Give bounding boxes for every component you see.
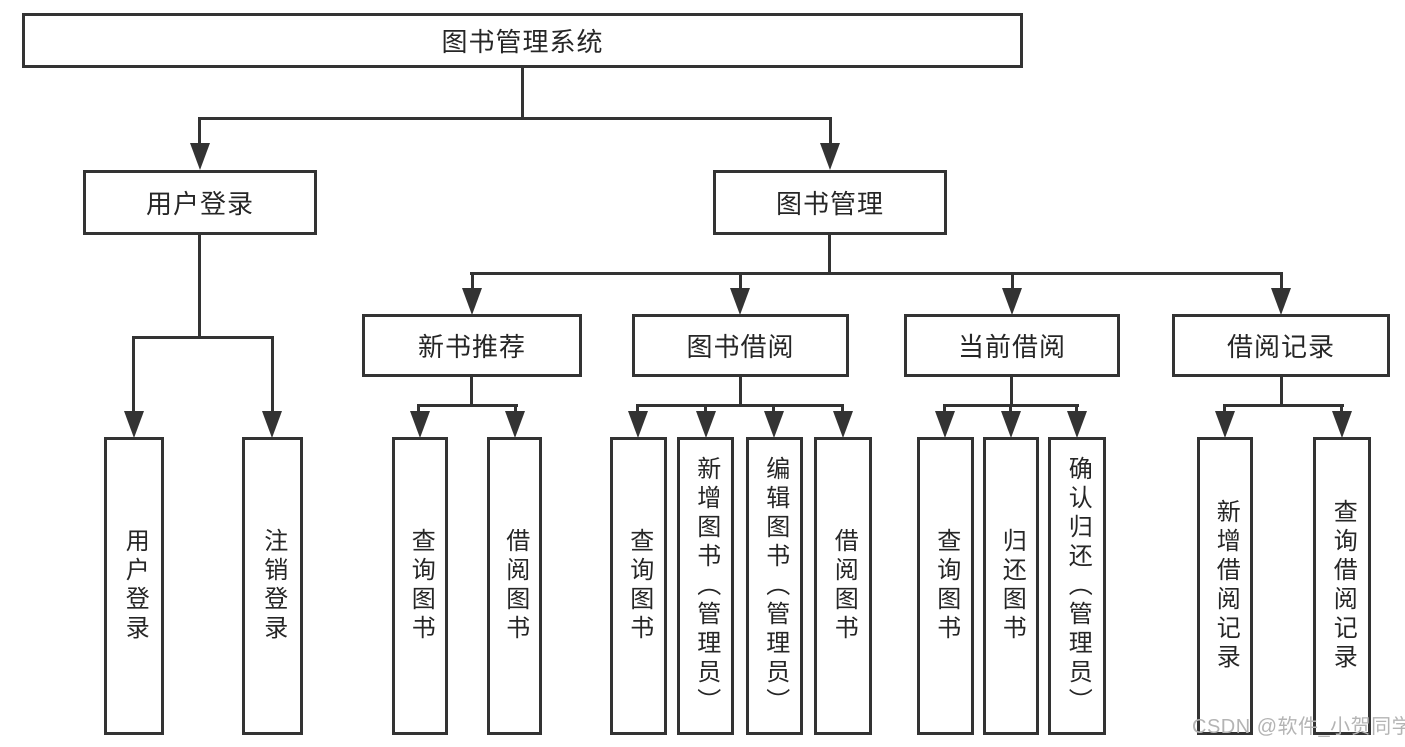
arrowhead-icon xyxy=(190,143,210,170)
arrowhead-icon xyxy=(833,411,853,438)
leaf-user-login-label: 用户登录 xyxy=(121,528,149,644)
leaf-current-query-book-label: 查询图书 xyxy=(932,528,960,644)
connector-line xyxy=(704,404,707,414)
leaf-logout-login-label: 注销登录 xyxy=(259,528,287,644)
csdn-watermark: CSDN @软件_小贺同学 xyxy=(1192,716,1405,738)
connector-line xyxy=(132,336,135,412)
node-book-borrow-label: 图书借阅 xyxy=(686,332,795,362)
connector-line xyxy=(1223,404,1344,407)
node-borrow-record-label: 借阅记录 xyxy=(1226,332,1335,362)
connector-line xyxy=(1011,272,1014,289)
node-book-borrow: 图书借阅 xyxy=(632,314,849,377)
leaf-manage-query-book-label: 查询图书 xyxy=(625,528,653,644)
connector-line xyxy=(739,272,742,289)
arrowhead-icon xyxy=(1215,411,1235,438)
connector-line xyxy=(132,336,274,339)
node-new-book-recommend-label: 新书推荐 xyxy=(417,332,526,362)
node-user-login: 用户登录 xyxy=(83,170,317,235)
connector-line xyxy=(829,117,832,147)
arrowhead-icon xyxy=(1067,411,1087,438)
connector-line xyxy=(1223,404,1226,414)
arrowhead-icon xyxy=(1332,411,1352,438)
arrowhead-icon xyxy=(462,288,482,315)
arrowhead-icon xyxy=(124,411,144,438)
leaf-manage-add-book-label: 新增图书（管理员） xyxy=(692,455,720,717)
node-current-borrow-label: 当前借阅 xyxy=(957,332,1066,362)
node-root: 图书管理系统 xyxy=(22,13,1023,68)
connector-line xyxy=(417,404,518,407)
leaf-current-confirm-return: 确认归还（管理员） xyxy=(1048,437,1106,735)
leaf-manage-edit-book-label: 编辑图书（管理员） xyxy=(761,455,789,717)
node-book-management-label: 图书管理 xyxy=(775,189,884,219)
node-user-login-label: 用户登录 xyxy=(145,189,254,219)
connector-line xyxy=(1075,404,1078,414)
connector-line xyxy=(514,404,517,414)
leaf-manage-borrow-book: 借阅图书 xyxy=(814,437,872,735)
arrowhead-icon xyxy=(820,143,840,170)
connector-line xyxy=(1280,272,1283,289)
leaf-recommend-borrow-book-label: 借阅图书 xyxy=(501,528,529,644)
leaf-recommend-query-book: 查询图书 xyxy=(392,437,448,735)
node-borrow-record: 借阅记录 xyxy=(1172,314,1390,377)
arrowhead-icon xyxy=(410,411,430,438)
leaf-record-query-label: 查询借阅记录 xyxy=(1329,499,1357,673)
leaf-user-login: 用户登录 xyxy=(104,437,164,735)
connector-line xyxy=(943,404,946,414)
leaf-manage-query-book: 查询图书 xyxy=(610,437,667,735)
connector-line xyxy=(198,117,201,147)
arrowhead-icon xyxy=(1271,288,1291,315)
node-book-management: 图书管理 xyxy=(713,170,947,235)
node-current-borrow: 当前借阅 xyxy=(904,314,1120,377)
leaf-current-confirm-return-label: 确认归还（管理员） xyxy=(1064,455,1092,717)
connector-line xyxy=(1340,404,1343,414)
connector-line xyxy=(470,377,473,407)
connector-line xyxy=(521,66,524,119)
leaf-manage-edit-book: 编辑图书（管理员） xyxy=(746,437,803,735)
connector-line xyxy=(841,404,844,414)
leaf-record-query: 查询借阅记录 xyxy=(1313,437,1371,735)
arrowhead-icon xyxy=(696,411,716,438)
leaf-logout-login: 注销登录 xyxy=(242,437,303,735)
connector-line xyxy=(1280,377,1283,407)
leaf-manage-add-book: 新增图书（管理员） xyxy=(677,437,734,735)
connector-line xyxy=(636,404,844,407)
node-root-label: 图书管理系统 xyxy=(441,27,604,57)
leaf-current-return-book-label: 归还图书 xyxy=(998,528,1026,644)
connector-line xyxy=(739,377,742,407)
connector-line xyxy=(471,272,474,289)
arrowhead-icon xyxy=(628,411,648,438)
leaf-record-add: 新增借阅记录 xyxy=(1197,437,1253,735)
arrowhead-icon xyxy=(505,411,525,438)
arrowhead-icon xyxy=(1002,288,1022,315)
arrowhead-icon xyxy=(730,288,750,315)
connector-line xyxy=(470,272,1283,275)
leaf-current-return-book: 归还图书 xyxy=(983,437,1039,735)
arrowhead-icon xyxy=(262,411,282,438)
leaf-record-add-label: 新增借阅记录 xyxy=(1212,499,1240,673)
leaf-recommend-query-book-label: 查询图书 xyxy=(407,528,435,644)
connector-line xyxy=(198,117,832,120)
connector-line xyxy=(417,404,420,414)
leaf-recommend-borrow-book: 借阅图书 xyxy=(487,437,542,735)
connector-line xyxy=(772,404,775,414)
arrowhead-icon xyxy=(1001,411,1021,438)
leaf-current-query-book: 查询图书 xyxy=(917,437,974,735)
connector-line xyxy=(198,235,201,338)
connector-line xyxy=(271,336,274,412)
connector-line xyxy=(828,235,831,274)
node-new-book-recommend: 新书推荐 xyxy=(362,314,582,377)
connector-line xyxy=(636,404,639,414)
arrowhead-icon xyxy=(935,411,955,438)
leaf-manage-borrow-book-label: 借阅图书 xyxy=(830,528,858,644)
connector-line xyxy=(1009,404,1012,414)
connector-line xyxy=(1010,377,1013,407)
arrowhead-icon xyxy=(764,411,784,438)
